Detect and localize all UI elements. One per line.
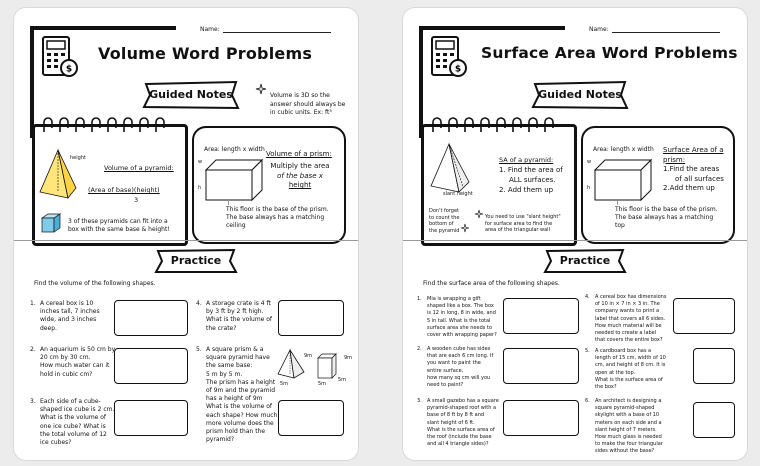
sa-prism-heading: Surface Area of a prism: 1.Find the area…: [663, 146, 724, 192]
question-1: 1.Mia is wrapping a gift shaped like a b…: [417, 296, 497, 339]
question-5: 5.A cardboard box has a length of 15 cm,…: [585, 348, 666, 391]
question-2: 2.An aquarium is 50 cm by 20 cm by 30 cm…: [30, 346, 116, 378]
answer-box-4[interactable]: [278, 300, 344, 336]
frame-top-bar: [30, 26, 176, 30]
frame-top-bar: [419, 26, 565, 30]
area-label: Area: length x width: [593, 146, 654, 153]
practice-banner: Practice: [543, 248, 627, 274]
prism-figure: [204, 158, 264, 202]
area-label: Area: length x width: [204, 146, 265, 153]
frame-left-bar: [30, 26, 34, 138]
cube-pyramids-figure: [40, 213, 62, 233]
sa-pyramid-figure: [430, 142, 470, 193]
question-5: 5.A square prism & a square pyramid have…: [196, 346, 278, 444]
pyramid-formula-numerator: (Area of base)(height): [88, 186, 160, 194]
prism-rule: Multiply the area of the base x height: [270, 162, 330, 189]
page-title: Volume Word Problems: [98, 44, 313, 63]
answer-box-2[interactable]: [503, 348, 579, 384]
notebook-rings: [43, 117, 165, 132]
guided-notes-label: Guided Notes: [538, 88, 622, 101]
pyramid-fit-note: 3 of these pyramids can fit into a box w…: [68, 218, 170, 233]
cubic-units-note: Volume is 3D so the answer should always…: [270, 92, 346, 116]
prism-floor-note: This floor is the base of the prism. The…: [226, 206, 329, 229]
pyramid-formula-denominator: 3: [134, 196, 139, 204]
guided-notes-banner: Guided Notes: [531, 80, 629, 110]
section-divider: [14, 240, 358, 241]
pyramid-figure: [39, 148, 77, 199]
calculator-money-icon: $: [42, 36, 78, 77]
pyramid-heading: Volume of a pyramid:: [104, 164, 174, 172]
prism-5m-figure: [317, 353, 337, 379]
question-3: 3.Each side of a cube- shaped ice cube i…: [30, 398, 115, 447]
calculator-money-icon: $: [431, 36, 467, 77]
section-divider: [403, 240, 747, 241]
question-1: 1.A cereal box is 10 inches tall, 7 inch…: [30, 300, 100, 332]
guided-notes-label: Guided Notes: [149, 88, 233, 101]
answer-box-3[interactable]: [114, 400, 188, 436]
practice-label: Practice: [170, 254, 222, 267]
answer-box-5[interactable]: [278, 400, 344, 436]
sparkle-icon: [460, 223, 470, 233]
answer-box-2[interactable]: [114, 348, 188, 384]
worksheet-surface-area: Name: $ Surface Area Word Problems Guide…: [403, 8, 747, 460]
sparkle-icon: [474, 209, 484, 219]
question-4: 4.A storage crate is 4 ft by 3 ft by 2 f…: [196, 300, 273, 332]
frame-left-bar: [419, 26, 423, 138]
answer-box-1[interactable]: [114, 300, 188, 336]
name-field: Name:: [589, 26, 720, 33]
question-3: 3.A small gazebo has a square pyramid-sh…: [417, 398, 499, 448]
practice-banner: Practice: [154, 248, 238, 274]
slant-height-note: You need to use "slant height"for surfac…: [485, 214, 561, 233]
notebook-rings: [432, 117, 554, 132]
answer-box-3[interactable]: [503, 400, 579, 436]
question-4: 4.A cereal box has dimensions of 10 in ×…: [585, 294, 667, 344]
instructions: Find the volume of the following shapes.: [34, 280, 156, 287]
answer-box-5[interactable]: [693, 348, 735, 384]
practice-label: Practice: [559, 254, 611, 267]
instructions: Find the surface area of the following s…: [423, 280, 560, 287]
name-blank: [222, 26, 331, 33]
sparkle-icon: [255, 83, 267, 95]
svg-text:$: $: [455, 65, 461, 75]
prism-floor-note: This floor is the base of the prism. The…: [615, 206, 718, 229]
page-title: Surface Area Word Problems: [481, 44, 738, 62]
question-6: 6.An architect is designing a square pyr…: [585, 398, 663, 455]
worksheet-volume: Name: $ Volume Word Problems Guided Note…: [14, 8, 358, 460]
name-blank: [611, 26, 720, 33]
answer-box-1[interactable]: [503, 298, 579, 334]
svg-text:$: $: [66, 65, 72, 75]
prism-figure: [593, 158, 653, 202]
prism-heading: Volume of a prism:: [266, 150, 332, 158]
answer-box-6[interactable]: [693, 402, 735, 438]
answer-box-4[interactable]: [673, 298, 735, 334]
sa-pyramid-heading: SA of a pyramid: 1. Find the area of ALL…: [499, 156, 563, 194]
guided-notes-banner: Guided Notes: [142, 80, 240, 110]
pyramid-5m-figure: [277, 348, 305, 379]
question-2: 2.A wooden cube has sides that are each …: [417, 346, 494, 389]
name-field: Name:: [200, 26, 331, 33]
